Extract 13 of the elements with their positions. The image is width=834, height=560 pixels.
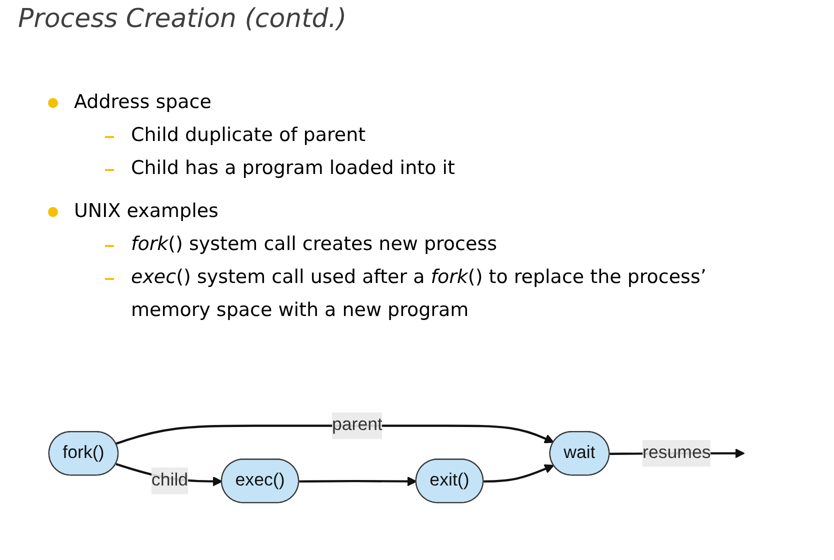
edge-label: parent [332,416,382,435]
edge-label: resumes [642,443,711,462]
bullet-text: Child duplicate of parent [131,123,366,148]
slide-title: Process Creation (contd.) [18,4,347,34]
arrow [299,476,417,486]
arrow [484,464,554,483]
edge-label: child [151,470,188,490]
bullet-text: exec() system call used after a fork() to replace the process’ memory space with a new program [131,265,708,323]
bullet-text: Address space [74,90,212,115]
arrow [116,424,554,445]
bullet-text: Child has a program loaded into it [131,156,455,181]
bullet-text: fork() system call creates new process [131,232,497,257]
bullet-text: UNIX examples [74,199,218,224]
